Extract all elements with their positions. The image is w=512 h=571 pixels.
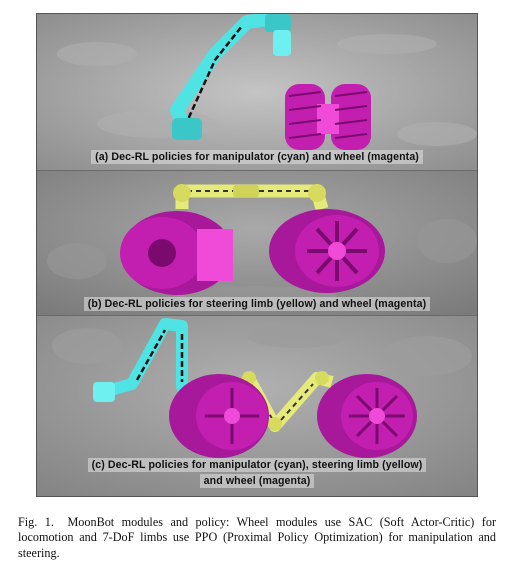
panel-b: (b) Dec-RL policies for steering limb (y… (37, 171, 477, 316)
wheel-right (269, 209, 385, 293)
figure-caption-text: MoonBot modules and policy: Wheel module… (18, 515, 496, 560)
wheel-module (285, 84, 371, 150)
panel-c-caption-line1: (c) Dec-RL policies for manipulator (cya… (37, 458, 477, 472)
panel-c: (c) Dec-RL policies for manipulator (cya… (37, 316, 477, 496)
wheel-left (120, 211, 233, 295)
panel-a-image (37, 14, 477, 170)
panel-a: (a) Dec-RL policies for manipulator (cya… (37, 14, 477, 171)
wheel-right-c (317, 374, 417, 458)
figure: (a) Dec-RL policies for manipulator (cya… (36, 13, 478, 497)
panel-b-image (37, 171, 477, 315)
wheel-left-c (169, 374, 269, 458)
panel-b-caption: (b) Dec-RL policies for steering limb (y… (37, 297, 477, 311)
steering-limb (173, 184, 329, 211)
manipulator-arm (170, 14, 291, 140)
panel-a-caption: (a) Dec-RL policies for manipulator (cya… (37, 150, 477, 164)
figure-caption: Fig. 1. MoonBot modules and policy: Whee… (18, 515, 496, 561)
panel-c-caption-line2: and wheel (magenta) (37, 474, 477, 488)
figure-label: Fig. 1. (18, 515, 54, 529)
